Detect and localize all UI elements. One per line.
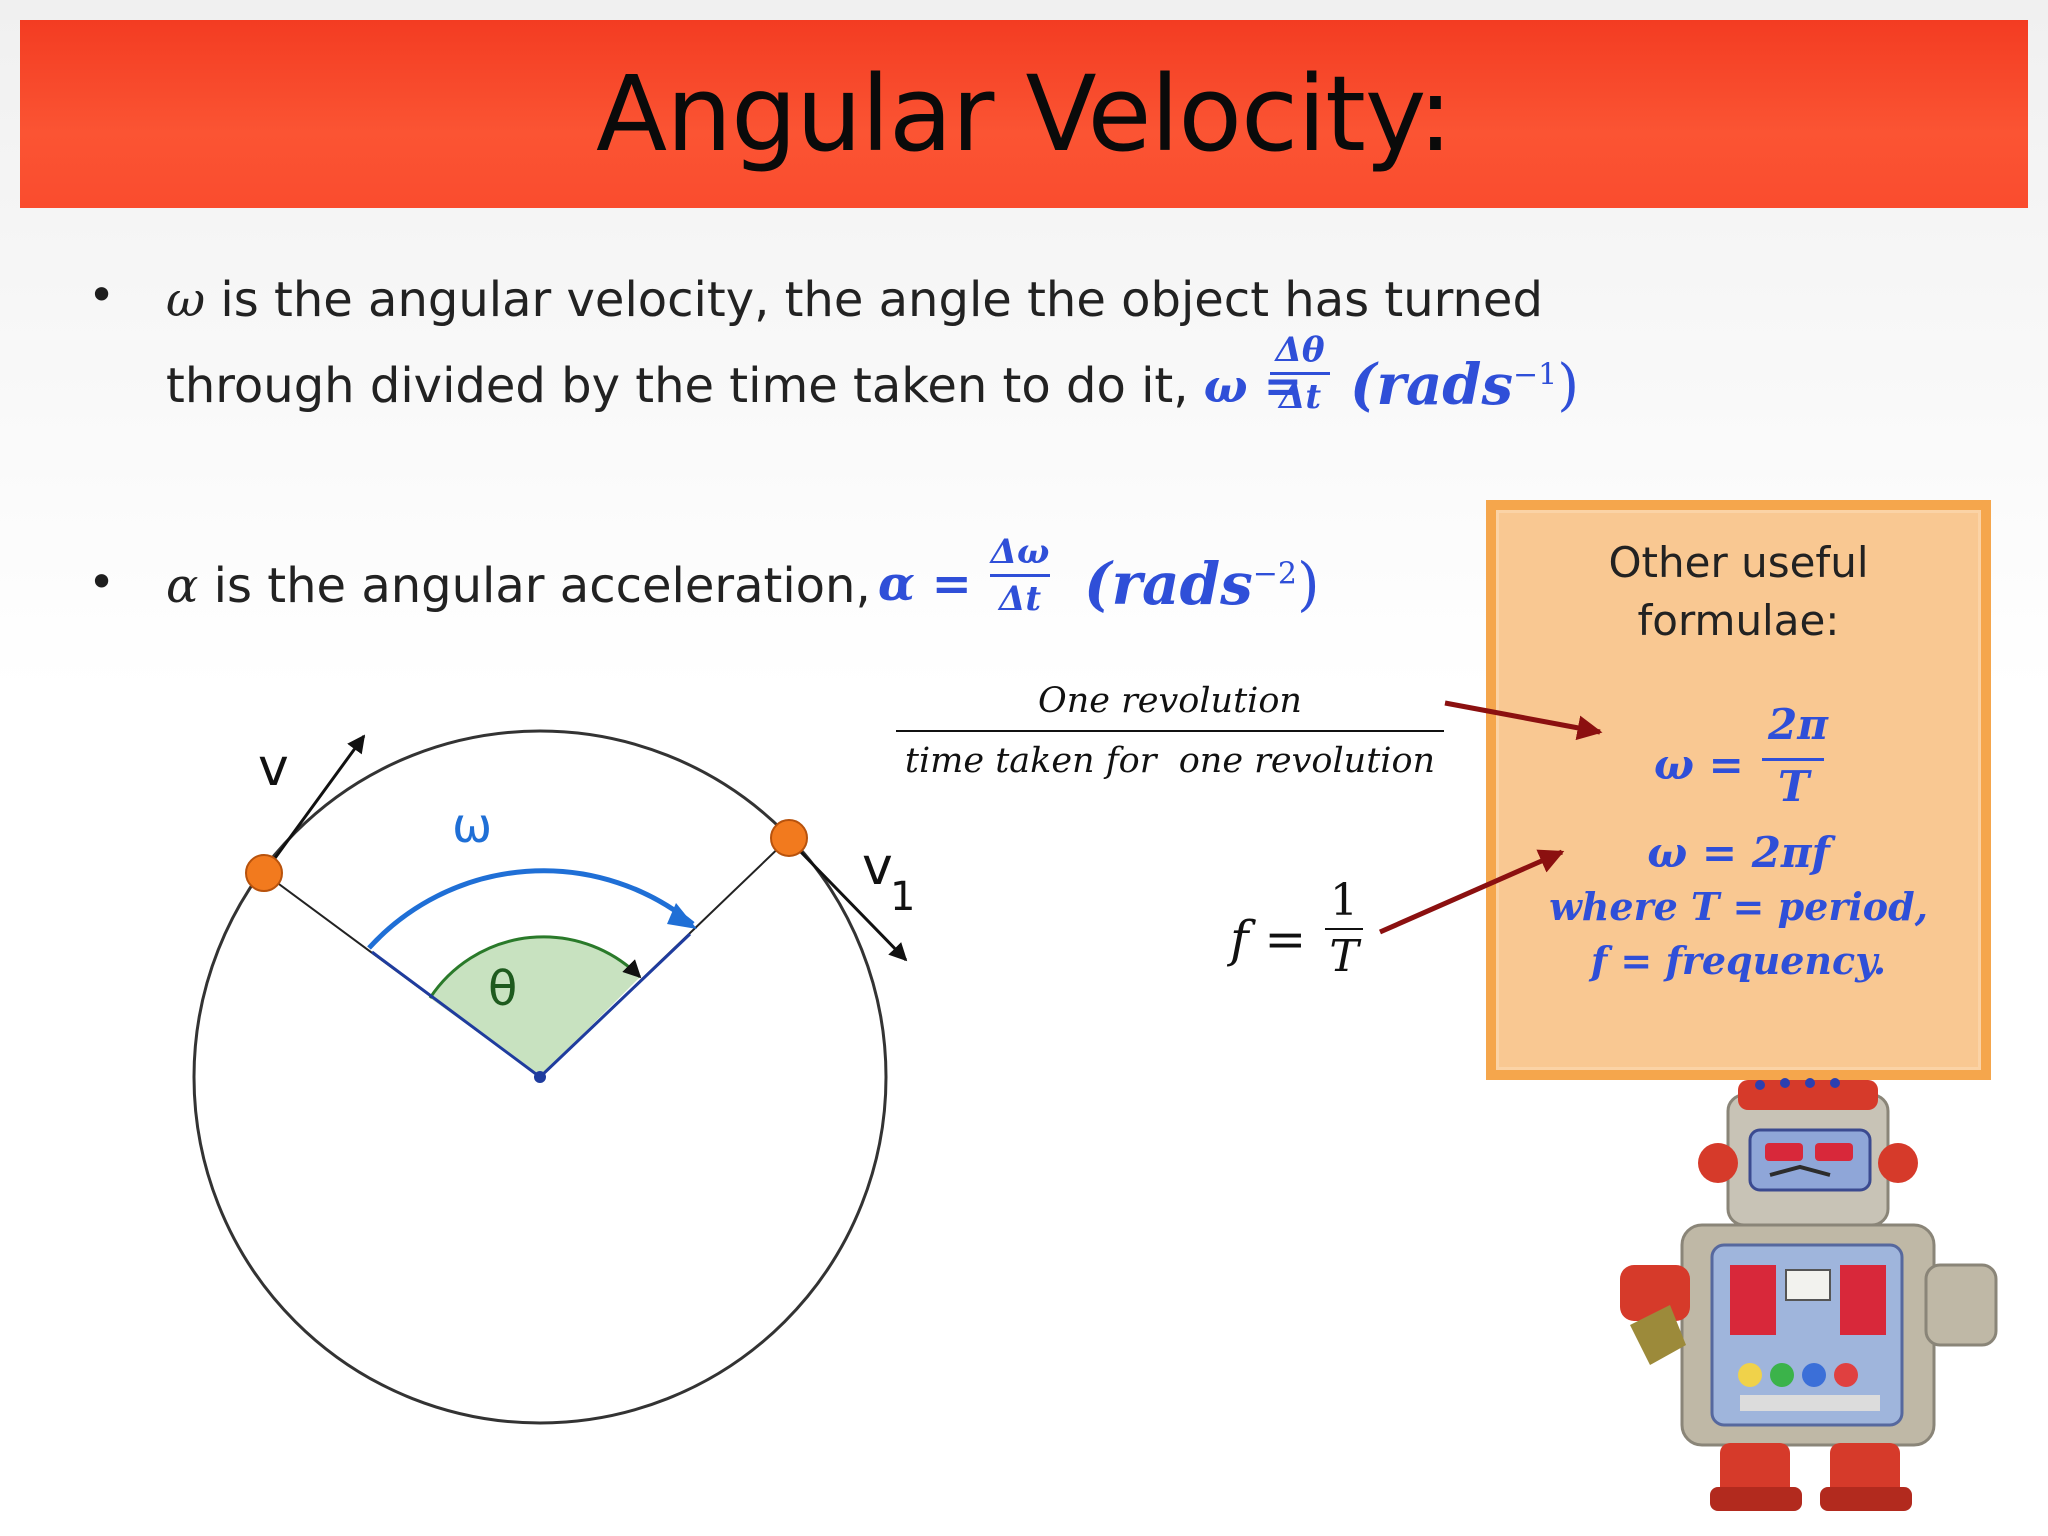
title-bar: Angular Velocity:: [20, 20, 2028, 208]
center-point: [534, 1071, 546, 1083]
label-v: v: [258, 738, 289, 798]
bullet1-line1-text: is the angular velocity, the angle the o…: [205, 272, 1543, 328]
alpha-frac-den: Δt: [998, 579, 1042, 619]
alpha-units-close: ): [1297, 550, 1320, 618]
where-period-line: where T = period,: [1549, 884, 1928, 929]
frequency-denominator: T: [1329, 931, 1359, 982]
theta-sector: [430, 936, 640, 1077]
object-position-2: [770, 819, 808, 857]
bullet-dot-1: •: [88, 268, 116, 322]
omega-units-close: ): [1557, 353, 1580, 418]
pointer-arrow-revolution: [1444, 700, 1603, 741]
omega-period-num: 2π: [1768, 700, 1828, 749]
bullet1-line2: through divided by the time taken to do …: [166, 358, 1302, 414]
alpha-frac-bar: [990, 574, 1050, 577]
omega-equation-lhs: ω =: [1203, 359, 1303, 413]
bullet1-line2-text: through divided by the time taken to do …: [166, 358, 1204, 414]
omega-frac-bar: [1270, 372, 1330, 375]
alpha-symbol: α: [166, 558, 199, 614]
label-v1: v: [862, 837, 893, 897]
label-omega: ω: [452, 798, 492, 854]
revolution-numerator: One revolution: [1038, 681, 1302, 721]
revolution-bar: [896, 730, 1444, 732]
formula-box: Other useful formulae: ω = 2π T ω = 2π f …: [1486, 500, 1991, 1080]
radius-right-blue: [538, 932, 692, 1079]
frequency-bar: [1325, 928, 1363, 930]
alpha-units-exp: −2: [1252, 556, 1298, 592]
alpha-equation-lhs-wrap: α =: [878, 556, 972, 612]
omega-symbol: ω: [166, 272, 206, 328]
label-v1-subscript: 1: [890, 874, 915, 920]
omega-arc: [367, 868, 695, 950]
label-theta: θ: [488, 961, 517, 1017]
pointer-arrow-frequency: [1378, 849, 1565, 935]
frequency-numerator: 1: [1330, 875, 1358, 926]
formula-box-title-line2: formulae:: [1637, 596, 1840, 645]
theta-arc: [428, 935, 642, 999]
bullet2-text: is the angular acceleration,: [198, 558, 871, 614]
bullet-dot-2: •: [88, 555, 116, 609]
slide-title: Angular Velocity:: [596, 53, 1453, 175]
alpha-fraction: Δω Δt: [990, 532, 1050, 619]
frequency-lhs-text: f =: [1230, 910, 1307, 968]
frequency-definition-line: f = frequency.: [1590, 938, 1887, 983]
radius-left-blue: [371, 950, 541, 1079]
omega-frequency-formula: ω = 2πf: [1647, 828, 1830, 877]
bullet2-line: α is the angular acceleration,: [166, 558, 871, 614]
omega-frac-den: Δt: [1278, 377, 1322, 417]
omega-fraction: Δθ Δt: [1270, 330, 1330, 417]
omega-period-den: T: [1778, 762, 1810, 811]
velocity-v1-arrow: [793, 844, 908, 962]
formula-box-title: Other useful formulae:: [1496, 534, 1981, 650]
alpha-units: (rads−2): [1084, 550, 1320, 618]
bullet1-line1: ω is the angular velocity, the angle the…: [166, 272, 1543, 328]
alpha-units-open: (rads: [1084, 550, 1253, 618]
formula-box-title-line1: Other useful: [1608, 538, 1869, 587]
omega-units-open: (rads: [1350, 352, 1513, 418]
frequency-lhs: f =: [1230, 910, 1306, 968]
alpha-frac-num: Δω: [990, 532, 1050, 572]
object-position-1: [245, 854, 283, 892]
toy-robot-image: [1620, 1078, 1998, 1511]
revolution-denominator: time taken for one revolution: [904, 741, 1436, 781]
alpha-equation-lhs: α =: [878, 556, 972, 612]
omega-period-bar: [1762, 758, 1824, 761]
frequency-fraction: 1 T: [1325, 876, 1363, 982]
revolution-fraction: One revolution time taken for one revolu…: [896, 678, 1444, 784]
omega-units: (rads−1): [1350, 352, 1579, 418]
omega-units-exp: −1: [1512, 357, 1558, 393]
omega-period-lhs: ω =: [1654, 740, 1744, 789]
velocity-v-arrow: [268, 734, 366, 866]
omega-frac-num: Δθ: [1275, 330, 1325, 370]
omega-arrowhead: [667, 903, 697, 929]
rotation-circle: [192, 729, 888, 1425]
omega-period-formula: ω = 2π T: [1496, 700, 1981, 820]
